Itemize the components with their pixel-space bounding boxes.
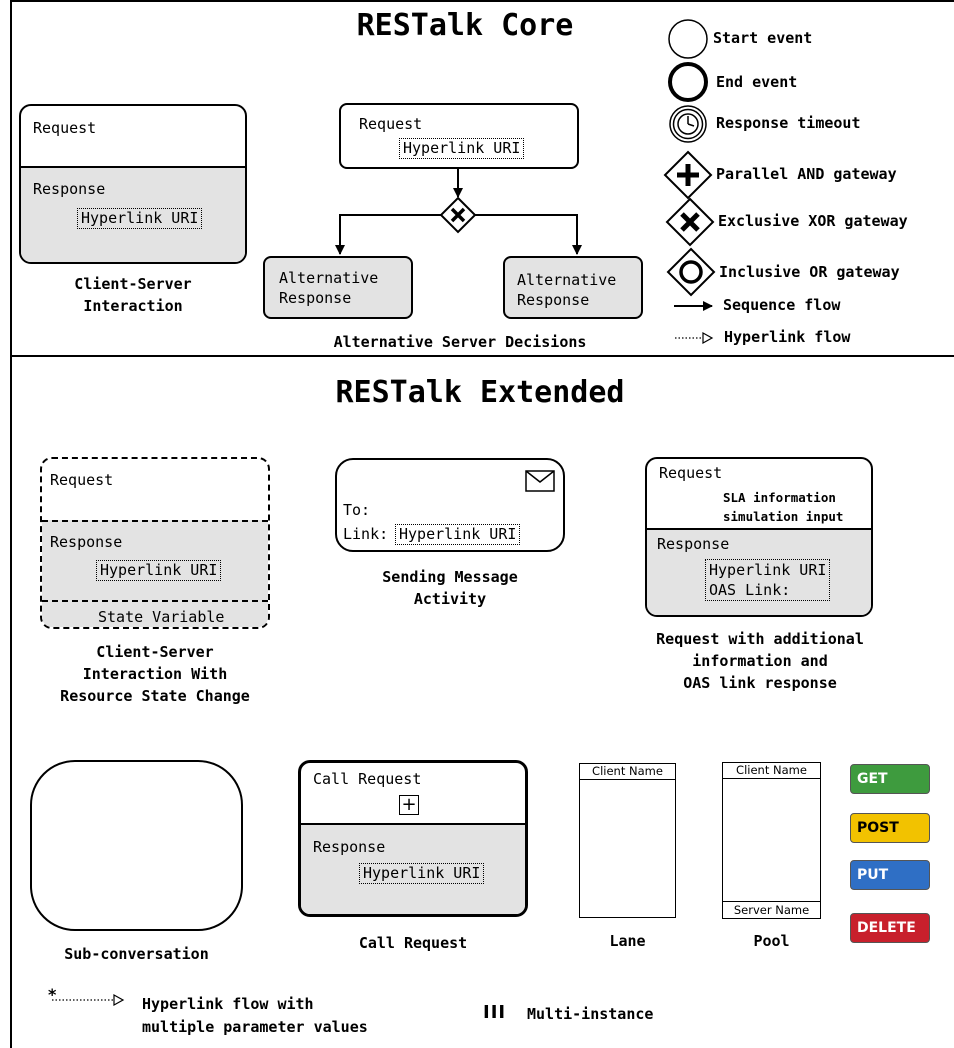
additional-info-box: Request SLA information simulation input…: [645, 457, 873, 617]
section-divider: [10, 355, 954, 357]
delete-badge: DELETE: [850, 913, 930, 943]
and-gateway-label: Parallel AND gateway: [716, 165, 897, 183]
end-event-label: End event: [716, 73, 798, 91]
response-area: Response Hyperlink URI State Variable: [42, 520, 268, 627]
hyperlink-uri: Hyperlink URI: [96, 560, 222, 581]
response-label: Response: [313, 838, 386, 856]
sequence-flow-arrow: [475, 214, 582, 255]
state-change-box: Request Response Hyperlink URI State Var…: [40, 457, 270, 629]
response-area: Response Hyperlink URI: [301, 823, 525, 914]
and-gateway-icon: [663, 150, 713, 200]
additional-info-caption: Request with additional information and …: [656, 630, 864, 692]
hyperlink-uri: Hyperlink URI: [359, 863, 485, 884]
response-label: Response: [657, 535, 730, 553]
xor-gateway-icon: [665, 197, 715, 247]
request-label: Request: [50, 471, 114, 489]
envelope-icon: [525, 470, 555, 492]
response-label: Response: [50, 533, 123, 551]
post-badge: POST: [850, 813, 930, 843]
xor-gateway-label: Exclusive XOR gateway: [718, 212, 908, 230]
pool-footer: Server Name: [723, 901, 820, 918]
client-server-caption: Client-Server Interaction: [74, 275, 192, 315]
hyperlink-flow-icon: [675, 331, 714, 345]
xor-cross: [450, 207, 466, 223]
to-label: To:: [343, 501, 371, 519]
pool-caption: Pool: [753, 932, 790, 950]
start-event-label: Start event: [713, 29, 813, 47]
sub-conversation-shape: [30, 760, 243, 931]
alt-response-label: Alternative Response: [279, 269, 379, 307]
sequence-flow-arrow: [335, 214, 441, 255]
or-gateway-icon: [666, 247, 716, 297]
message-caption: Sending Message Activity: [382, 568, 518, 608]
frame-top-border: [10, 0, 954, 2]
sla-info-label: SLA information simulation input: [723, 490, 844, 524]
client-server-box: Request Response Hyperlink URI: [19, 104, 247, 264]
lane-shape: Client Name: [579, 763, 676, 918]
sub-conversation-caption: Sub-conversation: [64, 945, 209, 963]
link-label: Link:: [343, 525, 389, 543]
hyperlink-flow-label: Hyperlink flow: [724, 328, 851, 346]
or-gateway-label: Inclusive OR gateway: [719, 263, 900, 281]
multi-instance-icon: III: [483, 1002, 507, 1023]
multi-instance-label: Multi-instance: [527, 1005, 654, 1023]
core-title: RESTalk Core: [356, 8, 574, 43]
alt-caption: Alternative Server Decisions: [333, 333, 587, 351]
multi-param-star: *: [48, 985, 57, 1004]
start-event-icon: [668, 19, 708, 59]
multi-param-hyperlink-icon: [52, 993, 125, 1007]
alt-flow-diagram: [335, 169, 582, 255]
hyperlink-uri: Hyperlink URI: [399, 138, 525, 159]
request-label: Request: [33, 119, 97, 137]
hyperlink-uri: Hyperlink URI: [77, 208, 203, 229]
sequence-flow-label: Sequence flow: [723, 296, 841, 314]
alt-response-left: Alternative Response: [263, 256, 413, 319]
response-area: Response Hyperlink URI: [21, 166, 245, 262]
request-label: Request: [659, 464, 723, 482]
pool-header: Client Name: [723, 763, 820, 779]
response-label: Response: [33, 180, 106, 198]
state-variable-label: State Variable: [98, 608, 225, 626]
response-timeout-label: Response timeout: [716, 114, 861, 132]
hyperlink-uri: Hyperlink URI: [395, 524, 521, 545]
alt-response-right: Alternative Response: [503, 256, 643, 319]
call-request-box: Call Request + Response Hyperlink URI: [298, 760, 528, 917]
collapsed-marker-icon: +: [399, 795, 419, 815]
extended-title: RESTalk Extended: [335, 375, 625, 410]
legend-icons: [663, 19, 716, 345]
pool-shape: Client Name Server Name: [722, 762, 821, 919]
end-event-icon: [668, 62, 708, 102]
state-divider: [42, 600, 268, 602]
response-timeout-icon: [669, 105, 707, 143]
alt-response-label: Alternative Response: [517, 271, 617, 309]
alt-request-box: Request Hyperlink URI: [339, 103, 579, 169]
get-badge: GET: [850, 764, 930, 794]
put-badge: PUT: [850, 860, 930, 890]
frame-left-border: [10, 0, 12, 1048]
response-area: Response Hyperlink URI OAS Link:: [647, 528, 871, 615]
request-label: Request: [359, 115, 423, 133]
hyperlink-uri: Hyperlink URI OAS Link:: [705, 559, 831, 601]
call-request-caption: Call Request: [358, 934, 468, 952]
state-change-caption: Client-Server Interaction With Resource …: [60, 643, 250, 705]
call-request-label: Call Request: [313, 770, 422, 788]
lane-header: Client Name: [580, 764, 675, 780]
multi-param-label: Hyperlink flow with multiple parameter v…: [142, 995, 368, 1036]
message-box: To: Link: Hyperlink URI: [335, 458, 565, 552]
lane-caption: Lane: [609, 932, 646, 950]
